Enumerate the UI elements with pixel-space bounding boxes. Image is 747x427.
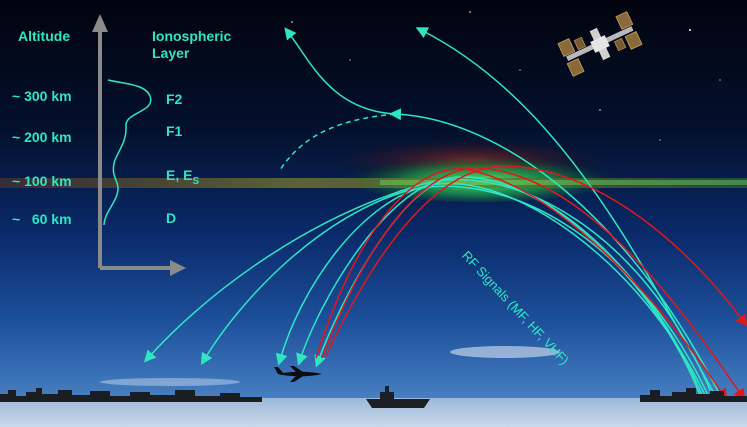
ship-icon [366, 386, 430, 408]
altitude-title: Altitude [18, 28, 71, 44]
ionospheric-heading-line1: Ionospheric [152, 28, 232, 44]
electron-density-profile [103, 79, 152, 226]
altitude-label-60: ~ 60 km [12, 211, 72, 227]
ionospheric-heading-line2: Layer [152, 45, 190, 61]
layer-name-f1: F1 [166, 123, 183, 139]
ionosphere-band-core [380, 180, 747, 185]
cloud [450, 346, 560, 358]
city-skyline-icon [0, 388, 262, 402]
stars [291, 11, 721, 141]
layer-name-e-text: E, E [166, 167, 193, 183]
layer-name-e-subscript: S [192, 175, 200, 187]
altitude-label-300: ~ 300 km [12, 88, 72, 104]
cloud [100, 378, 240, 386]
layer-name-e: E, ES [166, 167, 199, 187]
layer-name-f2: F2 [166, 91, 183, 107]
altitude-label-200: ~ 200 km [12, 129, 72, 145]
ionosphere-band [0, 178, 747, 188]
altitude-axis [92, 14, 186, 276]
city-skyline-icon [640, 388, 747, 402]
altitude-label-100: ~ 100 km [12, 173, 72, 189]
space-station-icon [557, 11, 643, 77]
airplane-icon [274, 366, 322, 382]
high-frequency-signals [315, 165, 747, 401]
aurora-green-glow [340, 150, 620, 202]
layer-name-d: D [166, 210, 177, 226]
